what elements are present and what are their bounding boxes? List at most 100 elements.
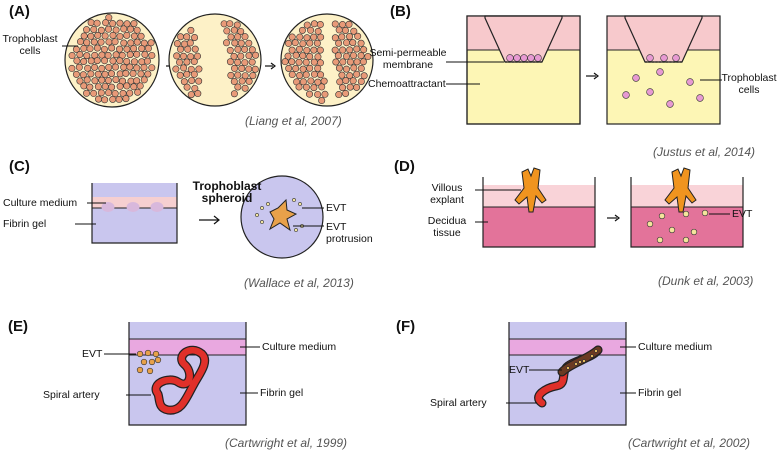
trophoblast-cell (101, 82, 109, 90)
trophoblast-cell (230, 26, 238, 34)
trophoblast-cell (112, 63, 120, 71)
trophoblast-cell (144, 44, 152, 52)
trophoblast-cell (296, 72, 304, 80)
trophoblast-cell (302, 58, 310, 66)
trophoblast-cell (241, 72, 249, 80)
trophoblast-cell (357, 39, 365, 47)
panelD-citation: (Dunk et al, 2003) (658, 274, 754, 288)
evt-cell (668, 226, 676, 234)
trophoblast-cell (87, 19, 95, 27)
evt-cell (646, 220, 654, 228)
panelA-dish-3 (280, 13, 374, 107)
trophoblast-cell (248, 46, 256, 54)
evt-cell (266, 202, 270, 206)
trophoblast-cell (112, 76, 120, 84)
trophoblast-cell (314, 90, 322, 98)
trophoblast-cell (291, 39, 299, 47)
trophoblast-cell (116, 45, 124, 53)
trophoblast-cell (310, 84, 318, 92)
trophoblast-cell (105, 63, 113, 71)
trophoblast-cell (87, 70, 95, 78)
trophoblast-cell (335, 26, 343, 34)
evt-cell (682, 236, 690, 244)
trophoblast-cell (350, 52, 358, 60)
trophoblast-cell (97, 26, 105, 34)
trophoblast-cell (622, 91, 630, 99)
trophoblast-cell (187, 65, 195, 73)
trophoblast-cell (130, 20, 138, 28)
trophoblast-cell (126, 89, 134, 97)
panelC-well (91, 183, 178, 244)
trophoblast-cell (100, 45, 108, 53)
trophoblast-cell (104, 25, 112, 33)
trophoblast-cell (180, 64, 188, 72)
panelB-well-2 (606, 15, 721, 125)
trophoblast-cell (183, 70, 191, 78)
trophoblast-cell (75, 63, 83, 71)
trophoblast-cell (303, 34, 311, 42)
trophoblast-cell (109, 95, 117, 103)
trophoblast-cell (186, 39, 194, 47)
panelC-label-evt: EVT (326, 202, 347, 214)
trophoblast-cell (133, 50, 141, 58)
trophoblast-cell (314, 64, 322, 72)
trophoblast-cell (238, 64, 246, 72)
trophoblast-cell (115, 95, 123, 103)
trophoblast-cell (335, 64, 343, 72)
trophoblast-cell (187, 53, 195, 61)
trophoblast-cell (90, 38, 98, 46)
evt-cell (656, 236, 664, 244)
trophoblast-cell (353, 45, 361, 53)
trophoblast-cell (143, 57, 151, 65)
trophoblast-cell (245, 77, 253, 85)
trophoblast-cell (120, 25, 128, 33)
trophoblast-cell (302, 71, 310, 79)
trophoblast-cell (281, 58, 289, 66)
trophoblast-cell (353, 58, 361, 66)
trophoblast-cell (127, 25, 135, 33)
trophoblast-cell (320, 77, 328, 85)
trophoblast-cell (534, 54, 542, 62)
panelD-label-evt: EVT (732, 208, 753, 220)
trophoblast-cell (234, 45, 242, 53)
trophoblast-cell (241, 45, 249, 53)
evt-cell (260, 206, 264, 210)
trophoblast-cell (284, 52, 292, 60)
trophoblast-cell (306, 39, 314, 47)
trophoblast-cell (130, 32, 138, 40)
trophoblast-cell (111, 38, 119, 46)
panelF-well (508, 322, 627, 426)
panelF-citation: (Cartwright et al, 2002) (628, 436, 751, 450)
trophoblast-cell (359, 58, 367, 66)
trophoblast-cell (130, 83, 138, 91)
panelD-arrow (607, 214, 620, 222)
trophoblast-cell (68, 52, 76, 60)
trophoblast-cell (68, 64, 76, 72)
panelB-citation: (Justus et al, 2014) (653, 145, 756, 159)
trophoblast-cell (231, 64, 239, 72)
trophoblast-cell (238, 77, 246, 85)
trophoblast-cell (299, 78, 307, 86)
trophoblast-cell (296, 33, 304, 41)
trophoblast-cell (303, 46, 311, 54)
trophoblast-cell (222, 39, 230, 47)
trophoblast-cell (187, 91, 195, 99)
trophoblast-cell (249, 72, 257, 80)
trophoblast-cell (306, 64, 314, 72)
trophoblast-cell (109, 20, 117, 28)
panelE-label-medium: Culture medium (262, 341, 337, 353)
trophoblast-cell (321, 90, 329, 98)
trophoblast-cell (226, 58, 234, 66)
trophoblast-cell (354, 32, 362, 40)
trophoblast-cell (116, 32, 124, 40)
panelE-label-artery: Spiral artery (43, 389, 100, 401)
evt-cell (574, 362, 578, 366)
trophoblast-cell (660, 54, 668, 62)
trophoblast-cell (190, 58, 198, 66)
trophoblast-cell (141, 51, 149, 59)
panelC-label-gel: Fibrin gel (3, 218, 47, 230)
trophoblast-cell (83, 26, 91, 34)
evt-cell (294, 228, 298, 232)
panelC-label-medium: Culture medium (3, 197, 78, 209)
trophoblast-cell (316, 21, 324, 29)
